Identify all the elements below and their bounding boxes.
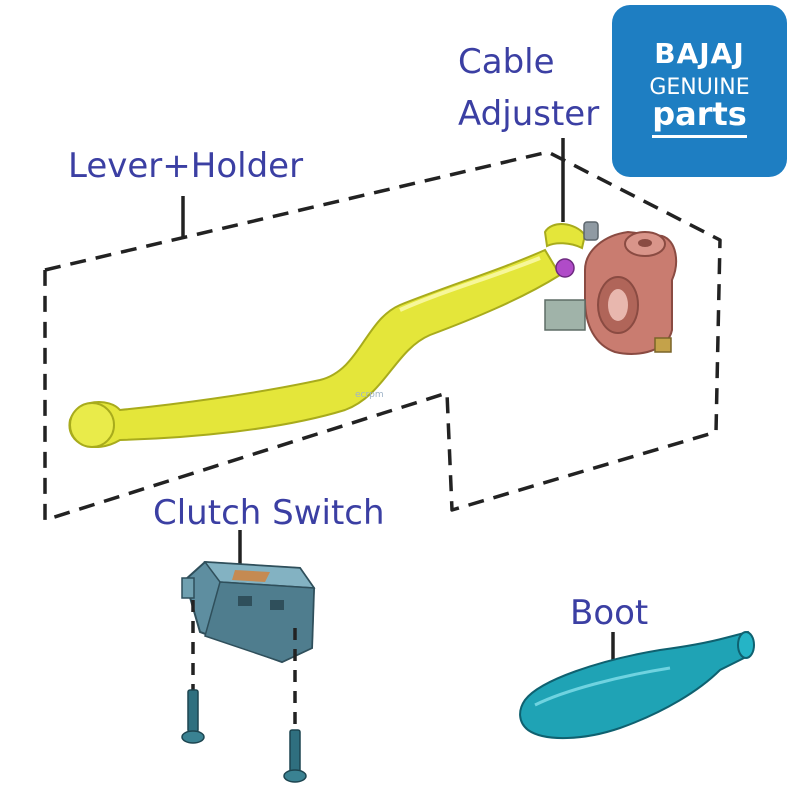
logo-underline xyxy=(652,135,747,138)
adjuster-label: Adjuster xyxy=(458,94,600,134)
logo-parts-text: parts xyxy=(652,95,747,133)
lever-part xyxy=(68,248,562,449)
clutch-switch-part xyxy=(181,560,316,664)
bajaj-genuine-parts-logo: BAJAJ GENUINE parts xyxy=(612,5,787,177)
cable-label: Cable xyxy=(458,42,555,82)
lever-holder-label: Lever+Holder xyxy=(68,146,304,186)
cable-adjuster-part xyxy=(543,221,599,278)
boot-part xyxy=(519,630,755,739)
clutch-switch-label: Clutch Switch xyxy=(153,493,385,533)
holder-part xyxy=(544,230,678,355)
boot-label: Boot xyxy=(570,593,649,633)
switch-screw-guides xyxy=(191,600,297,728)
watermark-text: ecrpm xyxy=(355,390,384,400)
logo-brand-text: BAJAJ xyxy=(654,37,745,70)
lever-holder-dashed-outline xyxy=(43,150,722,522)
switch-screws xyxy=(181,689,307,783)
logo-genuine-text: GENUINE xyxy=(649,75,750,100)
